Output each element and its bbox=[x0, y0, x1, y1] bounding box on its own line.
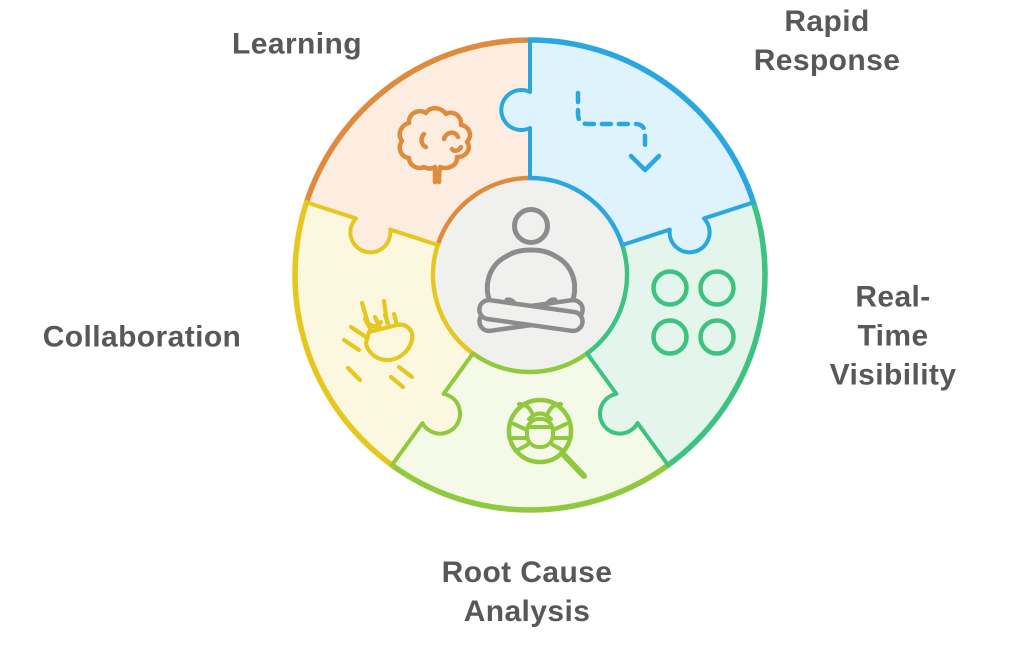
outer-arc-learning bbox=[303, 37, 533, 206]
puzzle-piece-rapid-response bbox=[501, 40, 754, 253]
puzzle-edge-162 bbox=[304, 200, 440, 255]
brain-icon bbox=[397, 106, 473, 185]
puzzle-edges-layer bbox=[304, 38, 756, 468]
inner-arc-root-cause-analysis bbox=[470, 351, 590, 375]
label-root-cause-analysis: Root Cause Analysis bbox=[441, 556, 613, 628]
puzzle-piece-learning bbox=[306, 40, 530, 253]
outer-arc-rapid-response bbox=[527, 37, 757, 206]
meditating-person-icon bbox=[477, 207, 585, 334]
dots-grid-icon bbox=[651, 269, 736, 356]
label-rapid-response: Rapid Response bbox=[753, 5, 901, 77]
inner-arc-collaboration bbox=[430, 242, 476, 356]
puzzle-piece-root-cause-analysis bbox=[391, 353, 669, 511]
dashed-arrow-icon bbox=[575, 90, 662, 173]
bug-magnifier-icon bbox=[506, 397, 587, 479]
label-collaboration: Collaboration bbox=[42, 320, 242, 354]
label-real-time-visibility: Real-Time Visibility bbox=[829, 280, 957, 392]
puzzle-edge-18 bbox=[620, 200, 756, 255]
label-learning: Learning bbox=[232, 27, 362, 61]
inner-arc-real-time-visibility bbox=[584, 242, 630, 356]
puzzle-pieces-layer bbox=[292, 37, 768, 513]
inner-arc-rapid-response bbox=[527, 175, 625, 248]
outer-arc-collaboration bbox=[292, 199, 395, 468]
puzzle-edge--54 bbox=[585, 351, 671, 468]
outer-arc-root-cause-analysis bbox=[389, 462, 671, 513]
inner-arc-learning bbox=[435, 175, 533, 248]
puzzle-piece-collaboration bbox=[294, 202, 473, 466]
puzzle-piece-real-time-visibility bbox=[587, 202, 766, 466]
puzzle-edge-90 bbox=[499, 38, 532, 180]
hands-together-icon bbox=[341, 298, 415, 390]
puzzle-edge-234 bbox=[389, 351, 475, 468]
outer-arc-real-time-visibility bbox=[665, 199, 768, 468]
center-ring-layer bbox=[430, 175, 630, 375]
